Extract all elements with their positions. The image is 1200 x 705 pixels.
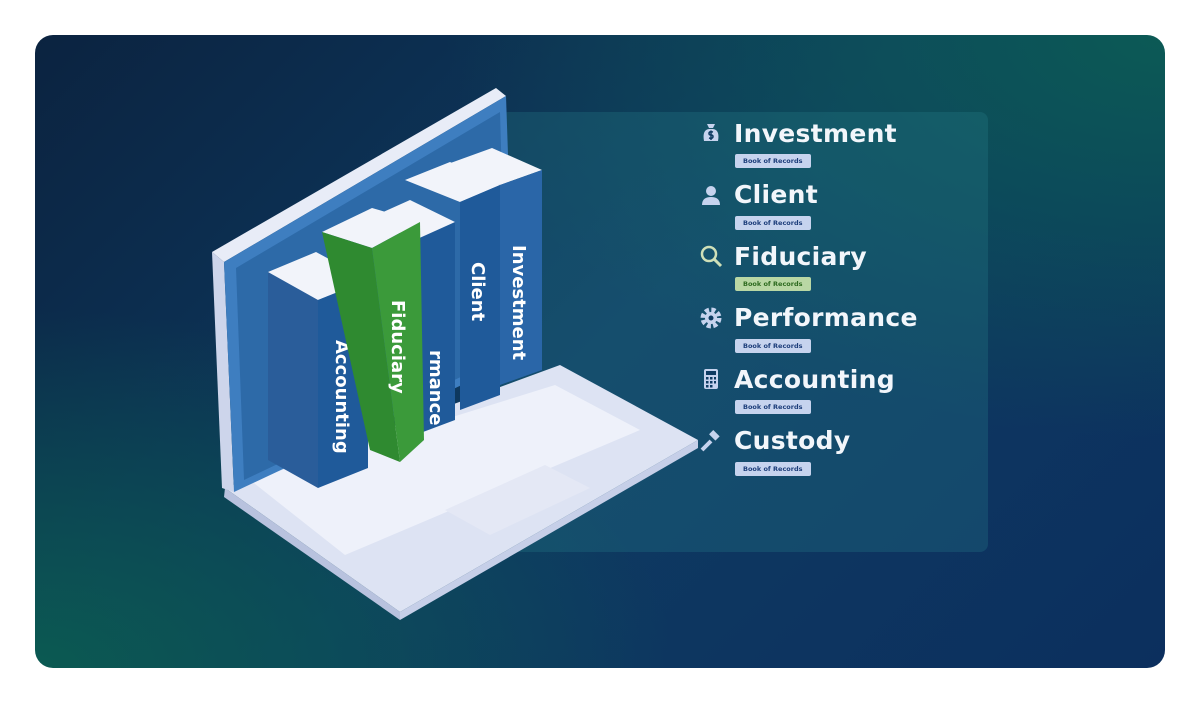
search-icon (698, 243, 724, 269)
spine-client: Client (467, 262, 488, 322)
gear-icon (698, 305, 724, 331)
spine-fiduciary: Fiduciary (387, 300, 408, 394)
book-client: Client (405, 162, 500, 410)
category-accounting: Accounting Book of Records (698, 364, 918, 426)
book-fiduciary: Fiduciary (322, 208, 424, 462)
category-performance: Performance Book of Records (698, 303, 918, 365)
badge: Book of Records (735, 277, 811, 291)
badge: Book of Records (735, 154, 811, 168)
user-icon (698, 182, 724, 208)
category-investment: Investment Book of Records (698, 118, 918, 180)
category-custody: Custody Book of Records (698, 426, 918, 488)
badge: Book of Records (735, 461, 811, 476)
spine-performance: rmance (425, 350, 446, 425)
gavel-icon (698, 428, 724, 454)
category-fiduciary: Fiduciary Book of Records (698, 241, 918, 303)
badge: Book of Records (735, 215, 811, 230)
book-investment: Investment (445, 148, 542, 385)
calculator-icon (698, 366, 724, 392)
spine-investment: Investment (508, 245, 529, 361)
spine-accounting: Accounting (331, 340, 352, 454)
money-bag-icon (698, 120, 724, 146)
badge: Book of Records (735, 338, 811, 353)
badge: Book of Records (735, 400, 811, 414)
category-client: Client Book of Records (698, 180, 918, 242)
category-list: Investment Book of Records Client Book o… (698, 118, 918, 487)
